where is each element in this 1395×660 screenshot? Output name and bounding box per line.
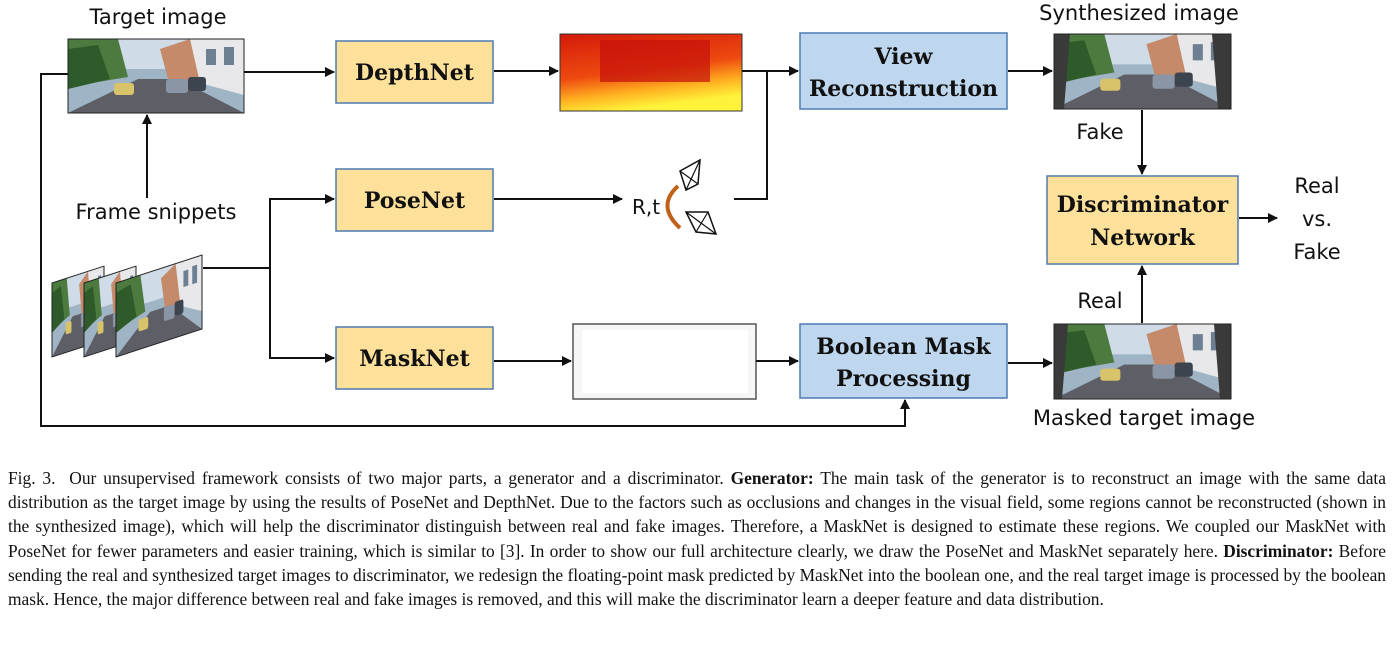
boolean-mask-label-1: Boolean Mask xyxy=(816,334,991,360)
framework-diagram: Target image Frame snippets DepthNet Pos… xyxy=(40,1,1341,430)
boolean-mask-label-2: Processing xyxy=(836,366,971,392)
synthesized-image xyxy=(1053,33,1232,110)
posenet-label: PoseNet xyxy=(364,188,466,214)
discriminator-label-1: Discriminator xyxy=(1057,192,1229,218)
frame-snippets-stack xyxy=(51,254,203,358)
target-image-label: Target image xyxy=(88,5,226,29)
caption-generator-text: The main task of the generator is to rec… xyxy=(8,468,1386,561)
depth-map xyxy=(559,33,743,112)
pose-camera-icon: R,t xyxy=(632,158,718,235)
masknet-label: MaskNet xyxy=(359,346,470,372)
caption-discriminator-heading: Discriminator: xyxy=(1223,540,1334,561)
connection-arrows xyxy=(40,66,1278,427)
masked-target-image-label: Masked target image xyxy=(1033,406,1255,430)
view-reconstruction-label-1: View xyxy=(874,44,934,70)
discriminator-box xyxy=(1046,175,1239,265)
masked-target-image xyxy=(1053,323,1232,400)
boolean-mask-box xyxy=(799,323,1008,399)
pose-rt-label: R,t xyxy=(632,195,660,219)
frame-snippets-label: Frame snippets xyxy=(76,200,237,224)
mask-image xyxy=(572,323,757,400)
output-vs-label: vs. xyxy=(1302,207,1332,231)
caption-generator-heading: Generator: xyxy=(730,468,814,488)
fake-label: Fake xyxy=(1076,120,1123,144)
depthnet-label: DepthNet xyxy=(355,60,475,86)
depthnet-box xyxy=(335,40,494,104)
posenet-box xyxy=(335,168,494,232)
target-image xyxy=(67,38,245,114)
discriminator-label-2: Network xyxy=(1090,225,1195,251)
view-reconstruction-label-2: Reconstruction xyxy=(809,76,998,102)
caption-fig-label: Fig. 3. xyxy=(8,468,56,488)
synthesized-image-label: Synthesized image xyxy=(1039,1,1239,25)
real-label: Real xyxy=(1077,289,1122,313)
output-real-label: Real xyxy=(1294,174,1339,198)
figure-caption: Fig. 3. Our unsupervised framework consi… xyxy=(8,466,1386,611)
caption-intro: Our unsupervised framework consists of t… xyxy=(69,468,724,488)
caption-discriminator-text: Before sending the real and synthesized … xyxy=(8,540,1386,610)
masknet-box xyxy=(335,326,494,390)
view-reconstruction-box xyxy=(799,32,1008,110)
output-fake-label: Fake xyxy=(1293,240,1340,264)
